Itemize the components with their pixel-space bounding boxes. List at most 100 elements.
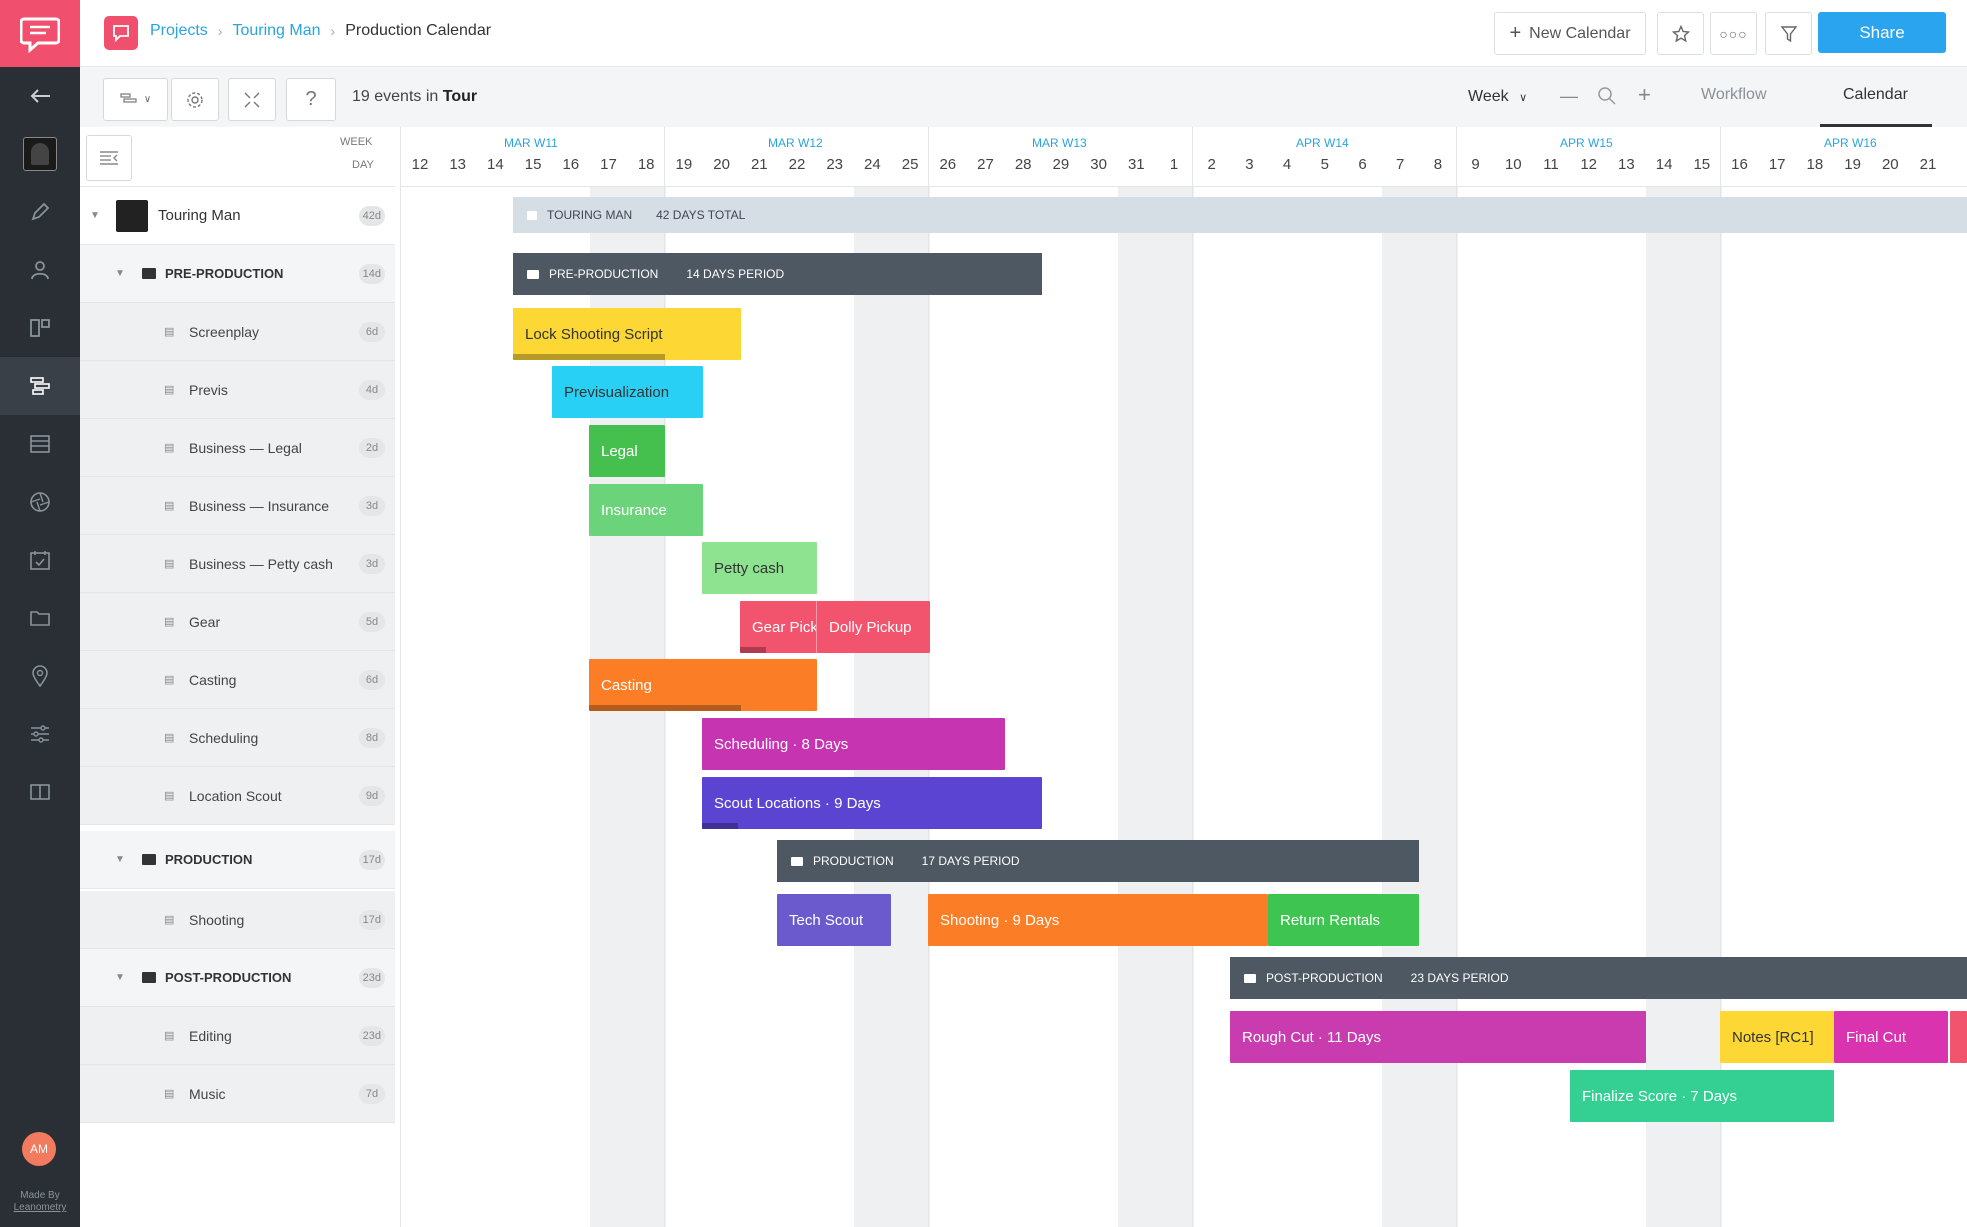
event-scheduling[interactable]: Scheduling · 8 Days (702, 718, 1005, 770)
share-button[interactable]: Share (1818, 12, 1946, 53)
layout-dropdown-button[interactable]: ∨ (103, 78, 168, 121)
zoom-search-icon[interactable] (1597, 86, 1617, 111)
characters-icon[interactable] (0, 241, 80, 299)
event-petty-cash[interactable]: Petty cash (702, 542, 817, 594)
event-previsualization[interactable]: Previsualization (552, 366, 703, 418)
back-arrow-icon[interactable] (0, 67, 80, 125)
list-icon[interactable] (0, 415, 80, 473)
caret-down-icon[interactable]: ▼ (115, 972, 125, 983)
event-rough-cut[interactable]: Rough Cut · 11 Days (1230, 1011, 1646, 1063)
list-item[interactable]: ▤ Business — Insurance 3d (80, 477, 395, 535)
production-summary-bar[interactable]: PRODUCTION 17 DAYS PERIOD (777, 840, 1419, 882)
event-gear-pickup[interactable]: Gear Pickup (740, 601, 817, 653)
event-final-cut[interactable]: Final Cut (1834, 1011, 1948, 1063)
day-header: 20 (713, 156, 730, 173)
list-item[interactable]: ▤ Gear 5d (80, 593, 395, 651)
summary-period: 14 DAYS PERIOD (686, 267, 785, 281)
toggle-outline-button[interactable] (86, 135, 132, 181)
event-label: Lock Shooting Script (525, 325, 663, 343)
list-item[interactable]: ▤ Editing 23d (80, 1007, 395, 1065)
caret-down-icon[interactable]: ▼ (115, 854, 125, 865)
day-header: 9 (1471, 156, 1480, 173)
list-item[interactable]: ▤ Scheduling 8d (80, 709, 395, 767)
event-shooting[interactable]: Shooting · 9 Days (928, 894, 1268, 946)
app-logo[interactable] (0, 0, 80, 67)
list-item[interactable]: ▤ Screenplay 6d (80, 303, 395, 361)
list-item[interactable]: ▤ Casting 6d (80, 651, 395, 709)
event-casting[interactable]: Casting (589, 659, 817, 711)
list-item[interactable]: ▤ Music 7d (80, 1065, 395, 1123)
day-header: 7 (1396, 156, 1405, 173)
location-pin-icon[interactable] (0, 647, 80, 705)
zoom-out-icon[interactable]: — (1560, 86, 1578, 106)
project-icon[interactable] (104, 16, 138, 50)
tab-calendar[interactable]: Calendar (1843, 86, 1908, 103)
week-header: APR W16 (1824, 136, 1877, 150)
day-header: 27 (977, 156, 994, 173)
help-icon[interactable]: ? (286, 78, 336, 121)
event-scout-locations[interactable]: Scout Locations · 9 Days (702, 777, 1042, 829)
calendar-gantt-icon[interactable] (0, 357, 80, 415)
project-thumbnail[interactable] (0, 125, 80, 183)
brand-label: Leanometry (13, 1202, 67, 1213)
day-header: 12 (1580, 156, 1598, 173)
post-production-summary-bar[interactable]: POST-PRODUCTION 23 DAYS PERIOD (1230, 957, 1967, 999)
pencil-icon[interactable] (0, 183, 80, 241)
list-item[interactable]: ▤ Business — Legal 2d (80, 419, 395, 477)
project-row[interactable]: ▼ Touring Man 42d (80, 187, 395, 245)
group-row-production[interactable]: ▼ PRODUCTION 17d (80, 831, 395, 889)
caret-down-icon[interactable]: ▼ (115, 268, 125, 279)
aperture-icon[interactable] (0, 473, 80, 531)
star-icon[interactable] (1657, 12, 1704, 55)
event-label: Tech Scout (789, 911, 864, 929)
caret-down-icon[interactable]: ▼ (90, 210, 100, 221)
storyboard-icon[interactable] (0, 299, 80, 357)
zoom-level-select[interactable]: Week ∨ (1468, 88, 1527, 106)
day-header: 10 (1504, 156, 1522, 173)
event-label: Dolly Pickup (829, 618, 912, 636)
book-icon[interactable] (0, 763, 80, 821)
event-dolly-pickup[interactable]: Dolly Pickup (816, 601, 930, 653)
list-item[interactable]: ▤ Previs 4d (80, 361, 395, 419)
day-header: 15 (524, 156, 542, 173)
zoom-in-icon[interactable]: + (1638, 82, 1651, 107)
sliders-icon[interactable] (0, 705, 80, 763)
row-label: Shooting (189, 911, 245, 928)
list-item[interactable]: ▤ Business — Petty cash 3d (80, 535, 395, 593)
week-divider (928, 127, 929, 1227)
chevron-down-icon: ∨ (1519, 92, 1528, 104)
project-summary-bar[interactable]: TOURING MAN 42 DAYS TOTAL (513, 197, 1967, 233)
event-finalize-score[interactable]: Finalize Score · 7 Days (1570, 1070, 1834, 1122)
folder-icon[interactable] (0, 589, 80, 647)
pre-production-summary-bar[interactable]: PRE-PRODUCTION 14 DAYS PERIOD (513, 253, 1042, 295)
checklist-calendar-icon[interactable] (0, 531, 80, 589)
tab-workflow[interactable]: Workflow (1701, 86, 1767, 103)
gear-icon[interactable] (171, 78, 219, 121)
week-header: MAR W11 (504, 136, 558, 150)
progress-bar (702, 823, 738, 829)
toolbar (80, 67, 1967, 127)
event-truncated[interactable] (1950, 1011, 1967, 1063)
new-calendar-button[interactable]: + New Calendar (1494, 12, 1646, 55)
event-tech-scout[interactable]: Tech Scout (777, 894, 891, 946)
list-item[interactable]: ▤ Location Scout 9d (80, 767, 395, 825)
more-options-icon[interactable]: ○○○ (1710, 12, 1757, 55)
filter-icon[interactable] (1765, 12, 1812, 55)
group-row-pre-production[interactable]: ▼ PRE-PRODUCTION 14d (80, 245, 395, 303)
event-legal[interactable]: Legal (589, 425, 665, 477)
user-avatar[interactable]: AM (22, 1132, 56, 1166)
collapse-arrows-icon[interactable] (228, 78, 276, 121)
row-label: Music (189, 1085, 226, 1102)
event-return-rentals[interactable]: Return Rentals (1268, 894, 1419, 946)
list-item[interactable]: ▤ Shooting 17d (80, 891, 395, 949)
event-insurance[interactable]: Insurance (589, 484, 703, 536)
subtask-icon: ▤ (164, 326, 175, 338)
breadcrumb-project[interactable]: Touring Man (232, 22, 321, 39)
duration-badge: 17d (358, 910, 385, 930)
app-sidebar: AM Made By Leanometry (0, 0, 80, 1227)
breadcrumb-projects[interactable]: Projects (150, 22, 208, 39)
group-row-post-production[interactable]: ▼ POST-PRODUCTION 23d (80, 949, 395, 1007)
calendar-small-icon (527, 210, 537, 220)
event-lock-shooting-script[interactable]: Lock Shooting Script (513, 308, 741, 360)
event-notes-rc1[interactable]: Notes [RC1] (1720, 1011, 1834, 1063)
